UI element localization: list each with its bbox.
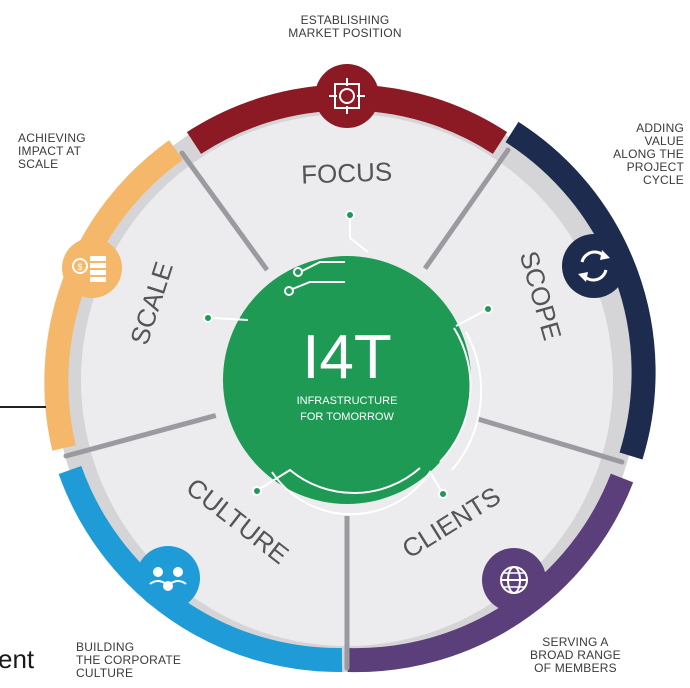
- circuit-nodes: [203, 210, 493, 499]
- truncated-edge-text: ent: [0, 644, 35, 674]
- people-icon: [136, 546, 200, 610]
- globe-icon: [482, 548, 546, 612]
- callout-serving-broad-range: SERVING A BROAD RANGE OF MEMBERS: [530, 635, 621, 675]
- center-circle: [223, 256, 471, 504]
- focus-label: FOCUS: [301, 156, 393, 189]
- pointer-line: [0, 406, 46, 408]
- circuit-traces: [211, 216, 487, 516]
- callout-building-corporate-culture: BUILDING THE CORPORATE CULTURE: [76, 640, 182, 680]
- scope-ring-segment: [505, 121, 656, 460]
- center-subtitle-line2: FOR TOMORROW: [300, 411, 394, 423]
- center-title: I4T: [302, 323, 392, 392]
- clients-ring-segment: [347, 473, 634, 673]
- callout-establishing-market-position: ESTABLISHING MARKET POSITION: [288, 13, 402, 40]
- svg-text:$: $: [77, 262, 82, 272]
- money-stack-icon: $: [62, 238, 122, 298]
- callout-achieving-impact-at-scale: ACHIEVING IMPACT AT SCALE: [18, 131, 86, 171]
- target-icon: [315, 64, 379, 128]
- callout-adding-value: ADDING VALUE ALONG THE PROJECT CYCLE: [613, 121, 684, 187]
- cycle-arrows-icon: [562, 234, 626, 298]
- center-subtitle-line1: INFRASTRUCTURE: [297, 395, 398, 407]
